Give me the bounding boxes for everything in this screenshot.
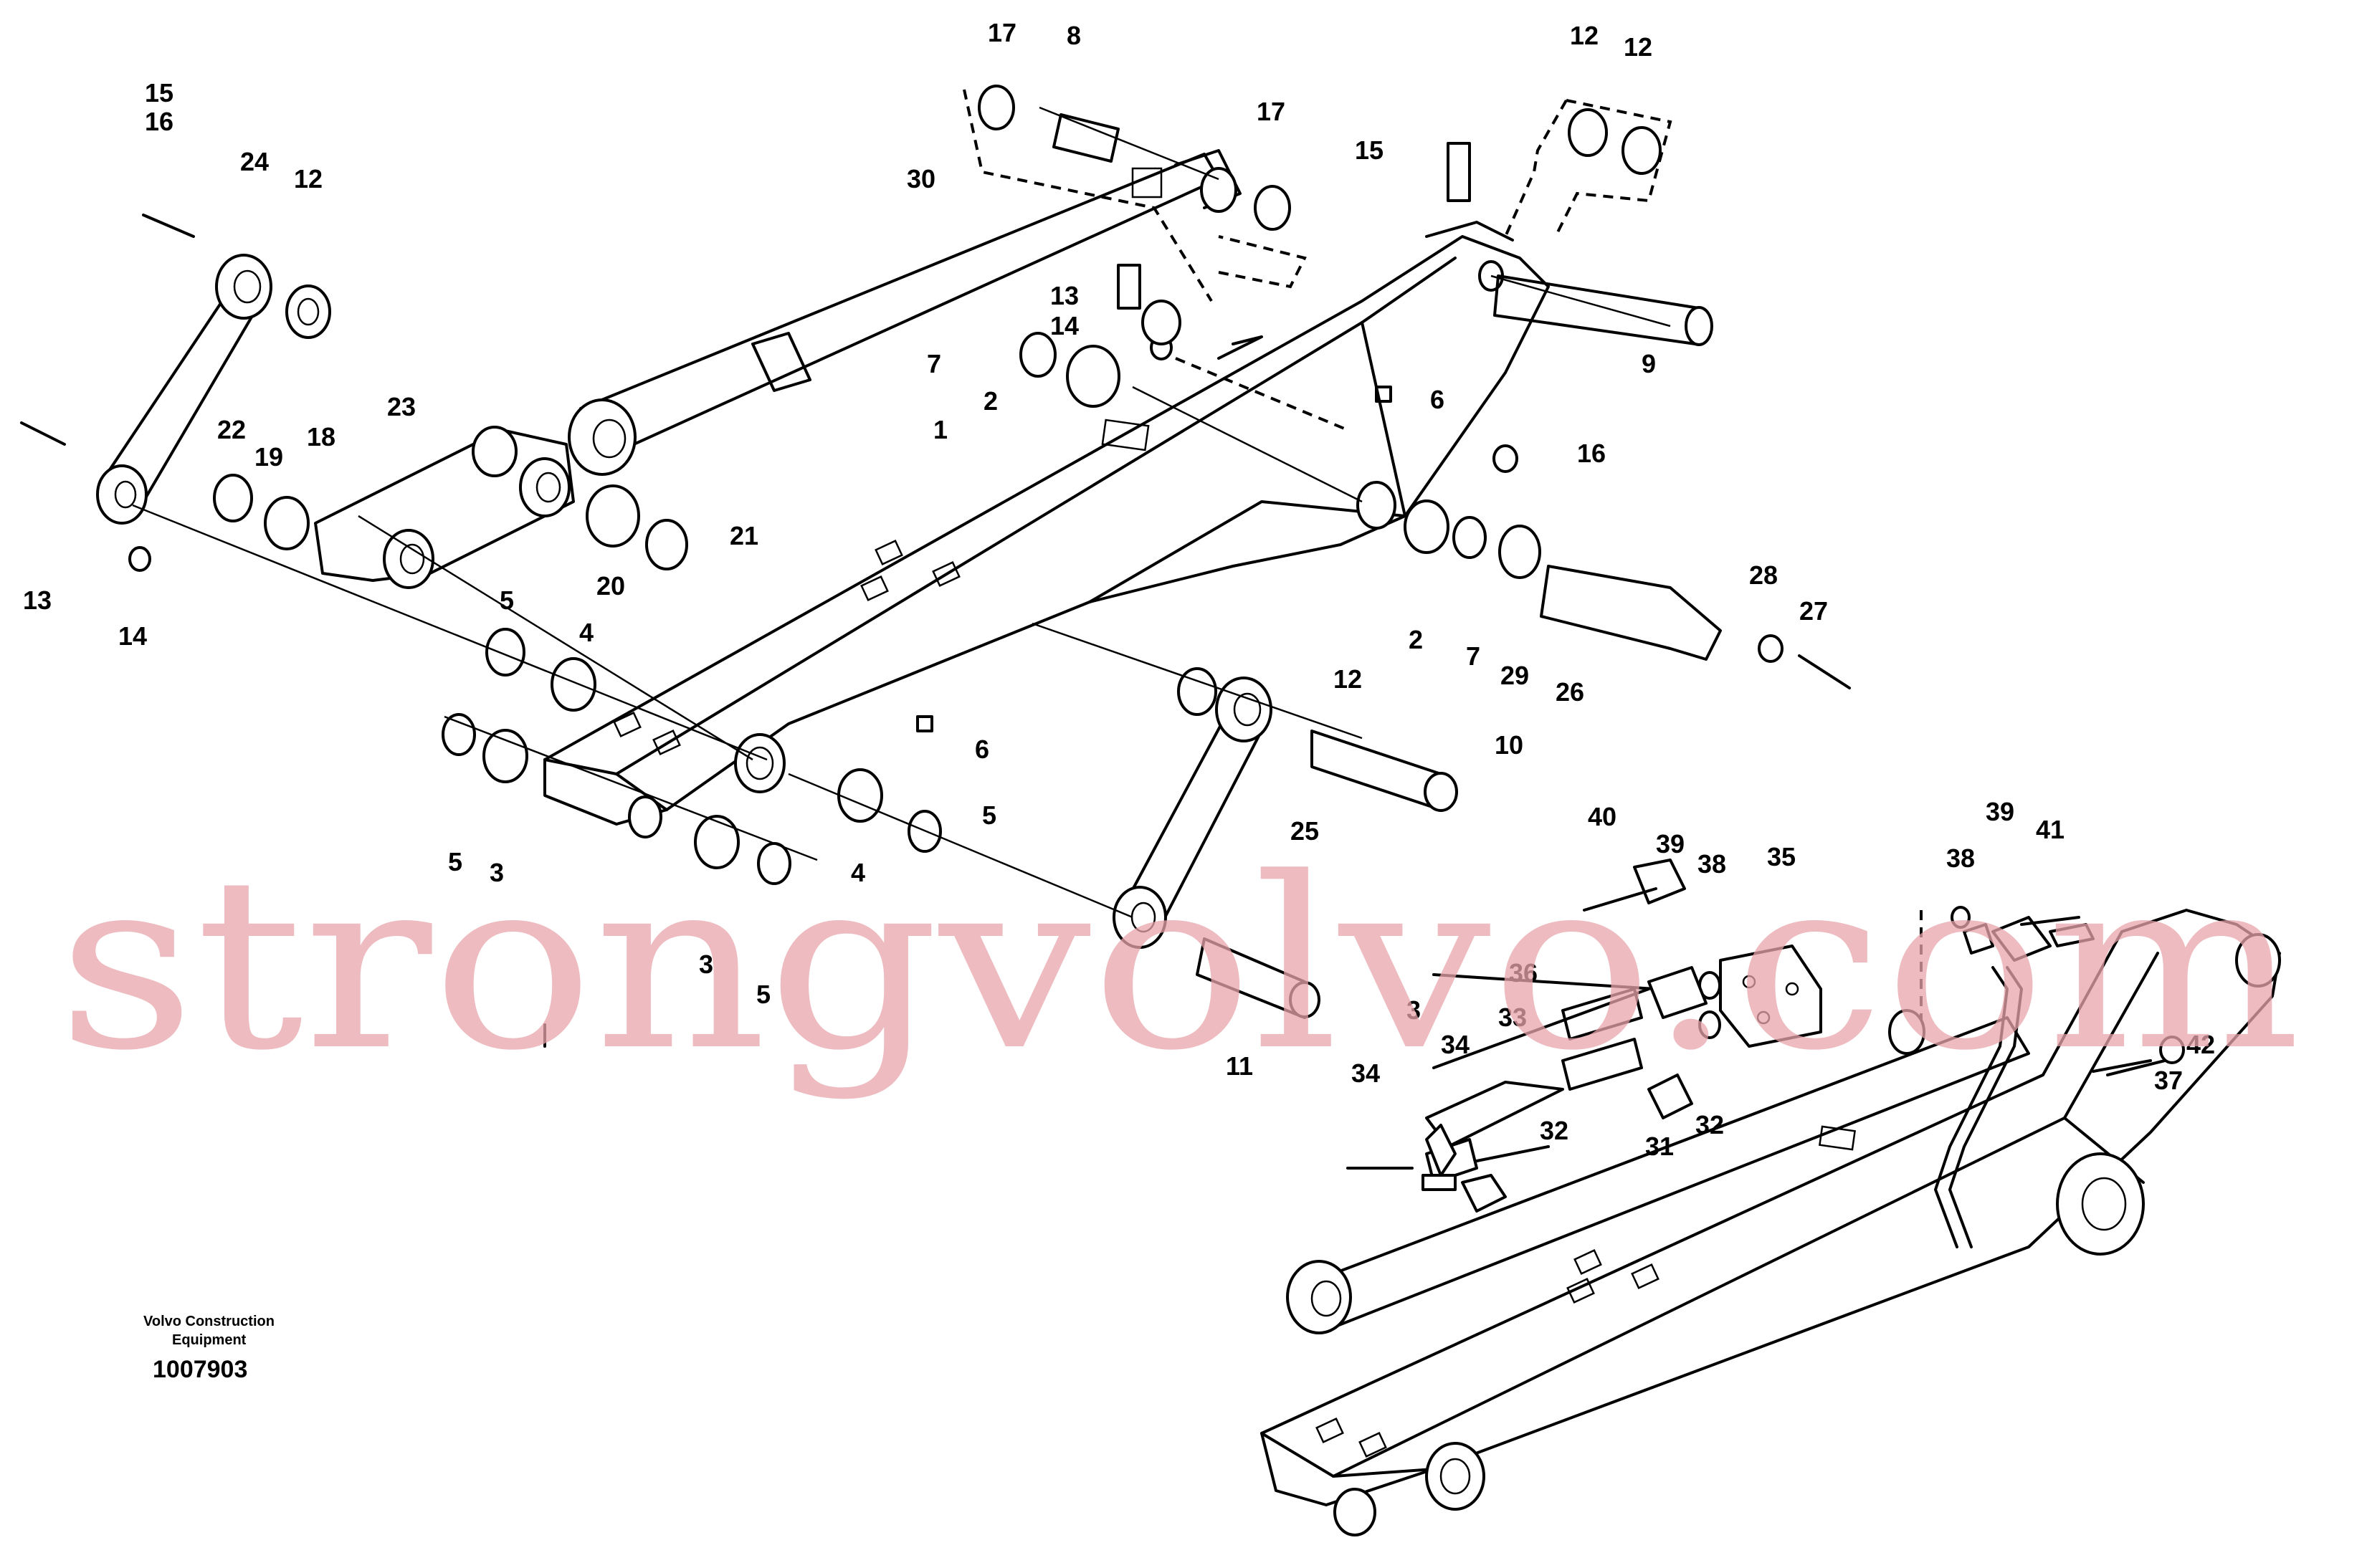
callout: 24 bbox=[240, 147, 269, 176]
callout: 35 bbox=[1767, 842, 1796, 871]
callout: 39 bbox=[1656, 829, 1685, 859]
callout: 31 bbox=[1645, 1132, 1674, 1161]
callout: 32 bbox=[1695, 1110, 1724, 1139]
callout: 42 bbox=[2186, 1030, 2215, 1059]
callout: 16 bbox=[1577, 439, 1606, 468]
callout: 37 bbox=[2154, 1066, 2183, 1095]
watermark: strongvolvo.com bbox=[57, 827, 2301, 1102]
callout: 4 bbox=[851, 858, 865, 887]
callout: 12 bbox=[1333, 664, 1362, 694]
callout: 6 bbox=[975, 735, 989, 764]
callout: 34 bbox=[1441, 1030, 1470, 1059]
callout: 21 bbox=[730, 521, 758, 550]
callout: 5 bbox=[448, 847, 462, 876]
callout: 32 bbox=[1540, 1116, 1568, 1145]
callout: 2 bbox=[1409, 625, 1423, 654]
callout: 19 bbox=[254, 442, 283, 472]
callout: 5 bbox=[500, 585, 514, 615]
link-24 bbox=[96, 254, 331, 525]
callout: 5 bbox=[756, 980, 771, 1009]
callout: 15 bbox=[145, 78, 173, 107]
caption-drawing-number: 1007903 bbox=[153, 1356, 247, 1383]
callout: 12 bbox=[1570, 21, 1599, 50]
callout: 41 bbox=[2036, 815, 2065, 844]
callout: 6 bbox=[1430, 385, 1444, 414]
callout: 30 bbox=[907, 164, 935, 193]
callout: 13 bbox=[23, 585, 52, 615]
boom-variant-assembly bbox=[1260, 859, 2281, 1536]
drawing-caption: Volvo Construction Equipment 1007903 bbox=[143, 1314, 275, 1383]
callout: 13 bbox=[1050, 281, 1079, 310]
callout: 17 bbox=[988, 18, 1016, 47]
callout: 3 bbox=[490, 858, 504, 887]
callout: 5 bbox=[982, 800, 996, 830]
callout: 11 bbox=[1226, 1051, 1253, 1081]
callout: 3 bbox=[1406, 995, 1421, 1025]
callout: 16 bbox=[145, 107, 173, 136]
callout: 1 bbox=[933, 415, 948, 444]
callout: 14 bbox=[1050, 311, 1079, 340]
callout: 7 bbox=[927, 349, 941, 378]
callout: 18 bbox=[307, 422, 335, 451]
callout: 7 bbox=[1466, 641, 1480, 671]
caption-company-line2: Equipment bbox=[172, 1332, 247, 1348]
callout: 9 bbox=[1642, 349, 1656, 378]
callout: 28 bbox=[1749, 560, 1778, 590]
boom-main bbox=[543, 221, 1550, 838]
small-parts bbox=[20, 85, 1851, 1048]
callout: 3 bbox=[699, 950, 713, 979]
caption-company: Volvo Construction bbox=[143, 1314, 275, 1329]
callout: 10 bbox=[1495, 730, 1523, 760]
callout: 38 bbox=[1697, 849, 1726, 879]
callout: 12 bbox=[294, 164, 323, 193]
callout: 38 bbox=[1946, 843, 1975, 873]
callout: 26 bbox=[1556, 677, 1584, 707]
callout: 36 bbox=[1509, 958, 1538, 988]
callouts: 17 8 17 12 12 15 16 24 12 30 15 13 14 7 … bbox=[23, 18, 2215, 1161]
link-25 bbox=[1113, 677, 1272, 949]
callout: 8 bbox=[1067, 21, 1081, 50]
callout: 12 bbox=[1624, 32, 1652, 62]
callout: 40 bbox=[1588, 802, 1616, 831]
callout: 27 bbox=[1799, 596, 1828, 626]
callout: 4 bbox=[579, 618, 594, 647]
callout: 15 bbox=[1355, 135, 1384, 165]
callout: 22 bbox=[217, 415, 246, 444]
callout: 39 bbox=[1986, 797, 2014, 826]
callout: 33 bbox=[1498, 1003, 1527, 1032]
callout: 25 bbox=[1290, 816, 1319, 846]
callout: 34 bbox=[1351, 1058, 1380, 1088]
callout: 23 bbox=[387, 392, 416, 421]
callout: 20 bbox=[596, 571, 625, 601]
leader-lines bbox=[132, 89, 1923, 1032]
callout: 17 bbox=[1257, 97, 1285, 126]
link-18 bbox=[314, 426, 575, 589]
callout: 14 bbox=[118, 621, 147, 651]
callout: 29 bbox=[1500, 661, 1529, 690]
callout: 2 bbox=[984, 386, 998, 416]
